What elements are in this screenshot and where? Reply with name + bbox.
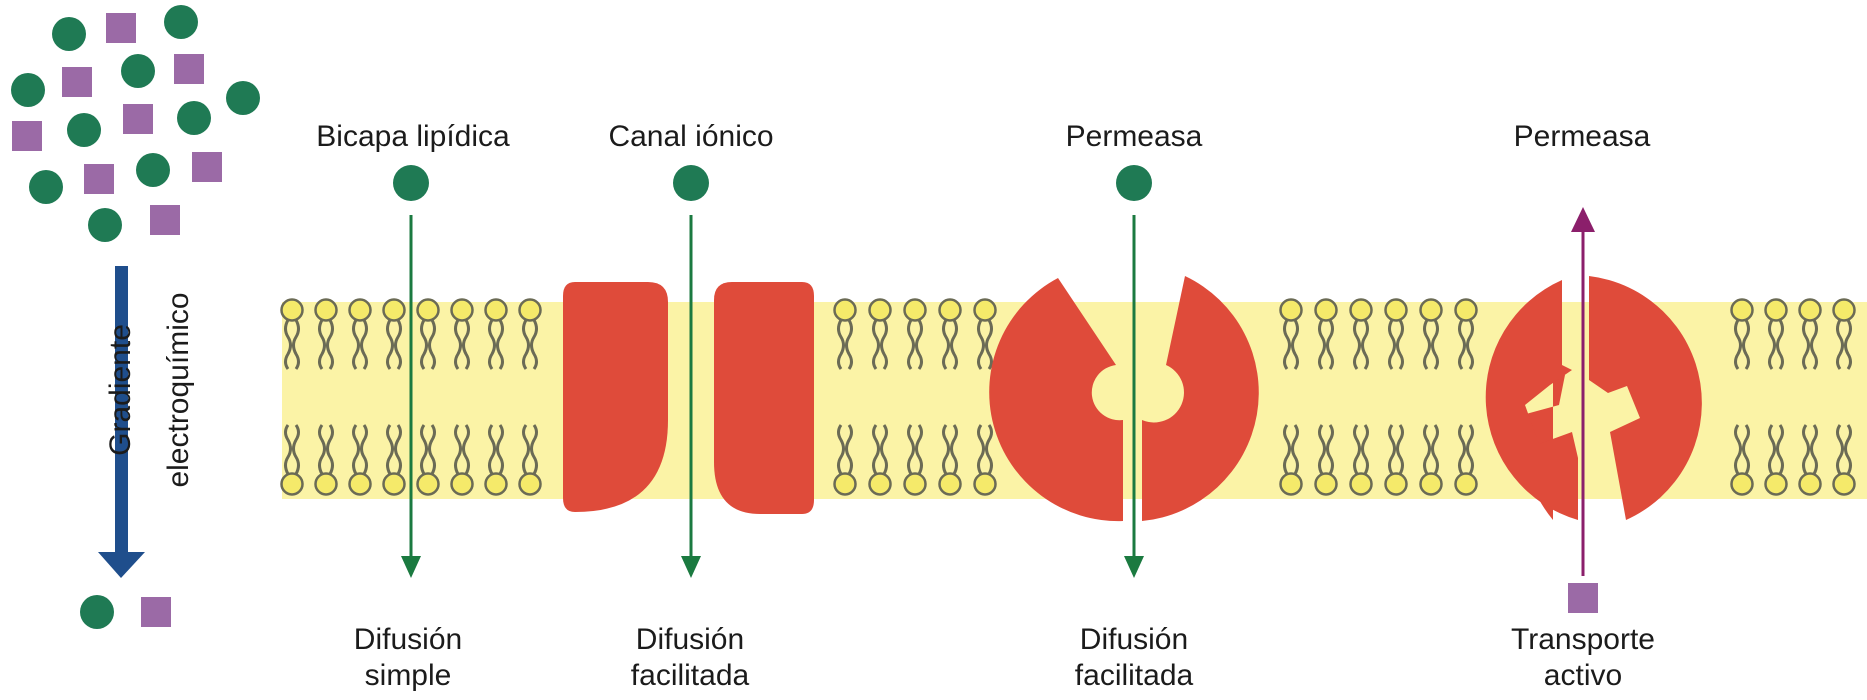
label-bilayer: Bicapa lipídica xyxy=(316,120,509,154)
label-ion-channel: Canal iónico xyxy=(608,120,773,154)
molecule-permease-2 xyxy=(1568,583,1598,613)
label-gradient-line2: electroquímico xyxy=(150,292,208,487)
label-active-transport-line2: activo xyxy=(1511,658,1655,694)
label-permease-1: Permeasa xyxy=(1066,120,1203,154)
molecule-bilayer xyxy=(393,165,429,201)
molecule-purple-bottom xyxy=(141,597,171,627)
label-facilitated-2-line2: facilitada xyxy=(1075,658,1193,694)
label-facilitated-diffusion-2: Difusión facilitada xyxy=(1075,622,1193,694)
label-facilitated-1-line1: Difusión xyxy=(631,622,749,658)
label-simple-diffusion: Difusión simple xyxy=(354,622,462,694)
label-simple-diffusion-line2: simple xyxy=(354,658,462,694)
label-facilitated-2-line1: Difusión xyxy=(1075,622,1193,658)
molecule-cluster-top xyxy=(11,5,260,242)
molecule-green-bottom xyxy=(80,595,114,629)
label-active-transport: Transporte activo xyxy=(1511,622,1655,694)
label-permease-2: Permeasa xyxy=(1514,120,1651,154)
molecule-permease-1 xyxy=(1116,165,1152,201)
label-gradient-line1: Gradiente xyxy=(92,292,150,487)
label-facilitated-1-line2: facilitada xyxy=(631,658,749,694)
label-simple-diffusion-line1: Difusión xyxy=(354,622,462,658)
label-active-transport-line1: Transporte xyxy=(1511,622,1655,658)
label-facilitated-diffusion-1: Difusión facilitada xyxy=(631,622,749,694)
molecule-channel xyxy=(673,165,709,201)
ion-channel-right xyxy=(714,282,814,514)
ion-channel-left xyxy=(563,282,668,512)
